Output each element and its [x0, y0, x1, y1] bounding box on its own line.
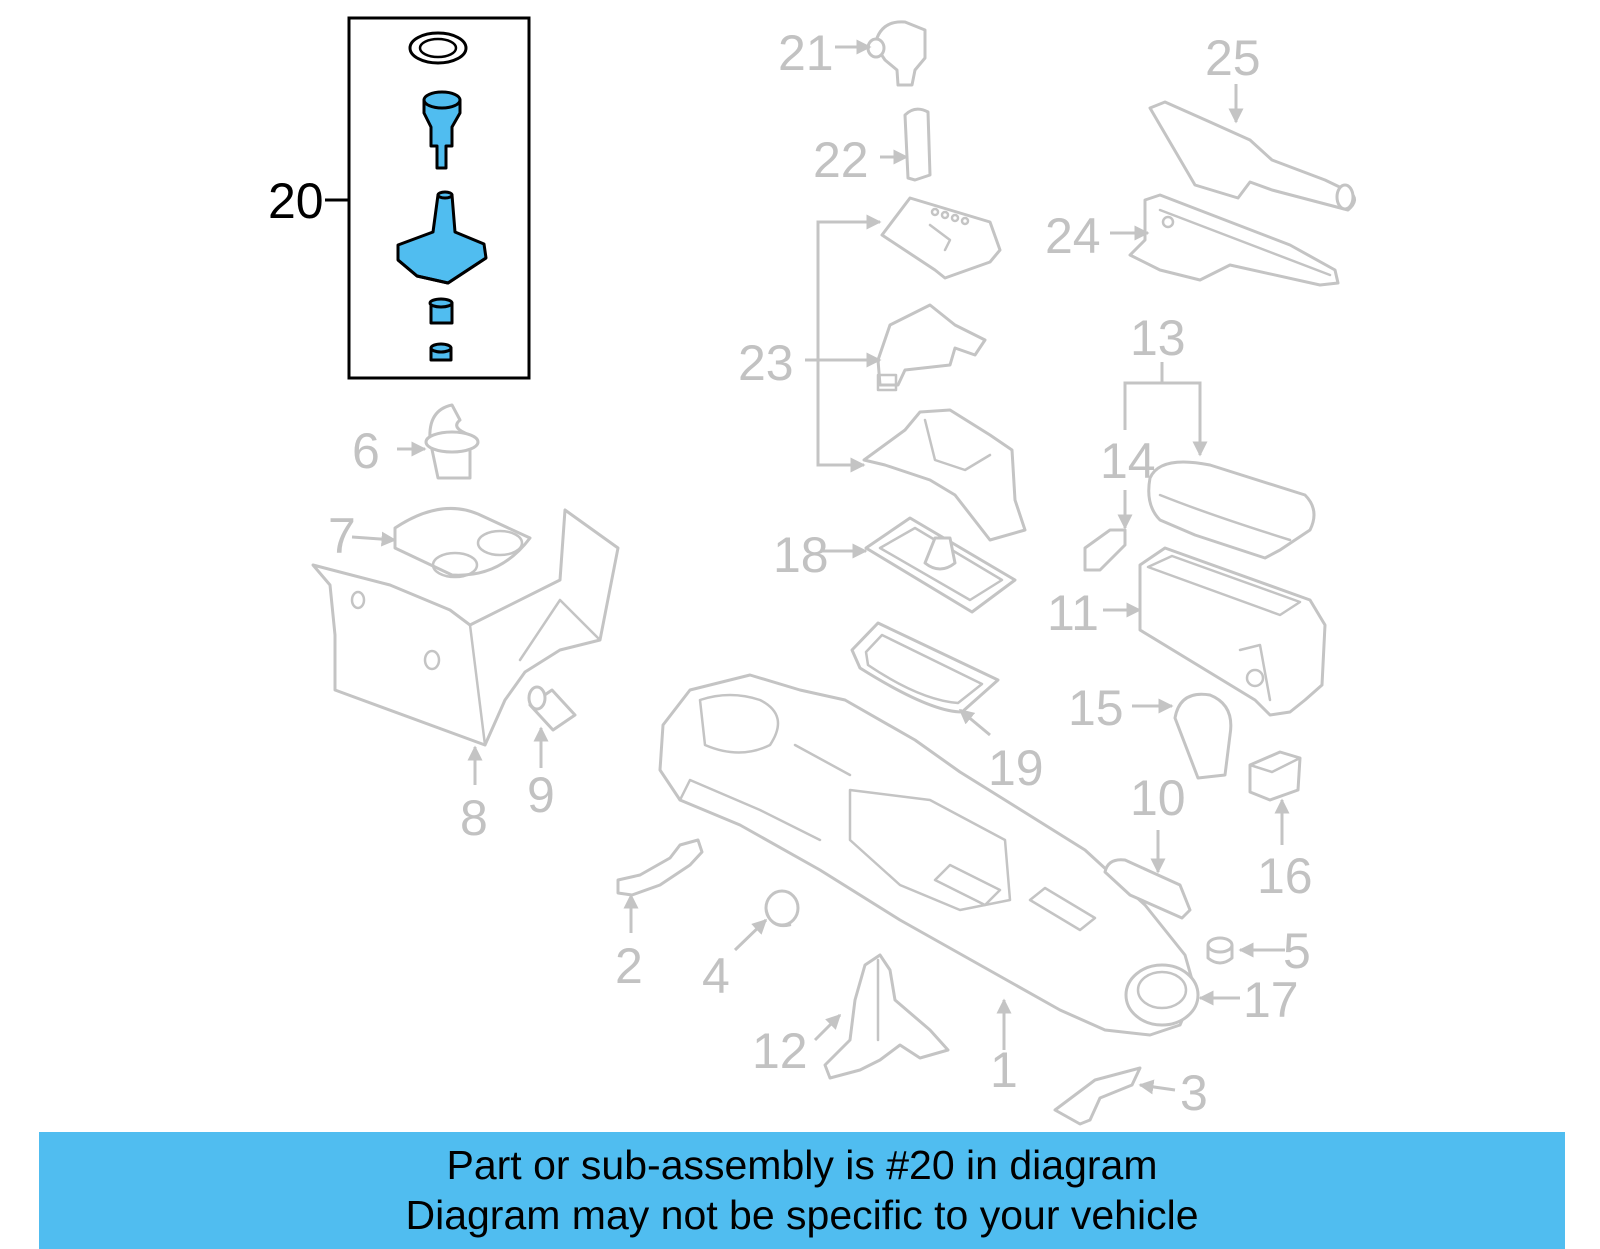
callout-13[interactable]: 13 — [1130, 310, 1186, 366]
callout-20[interactable]: 20 — [268, 173, 324, 229]
callout-17[interactable]: 17 — [1243, 972, 1299, 1028]
part-17-cupholder-ring[interactable]: 17 — [1124, 963, 1299, 1028]
part-20-knob — [422, 90, 462, 170]
callout-18[interactable]: 18 — [773, 527, 829, 583]
part-8-console-panel[interactable]: 8 — [311, 508, 620, 846]
callout-11[interactable]: 11 — [1047, 585, 1099, 641]
part-24-handbrake-lever[interactable]: 24 — [1045, 193, 1340, 287]
footer-banner: Part or sub-assembly is #20 in diagram D… — [39, 1132, 1565, 1249]
part-20-bushing-upper — [428, 297, 454, 325]
part-5-button[interactable]: 5 — [1206, 923, 1311, 979]
part-19-bezel[interactable]: 19 — [850, 621, 1044, 796]
part-20-frame — [347, 16, 531, 380]
part-18-shift-trim[interactable]: 18 — [773, 516, 1017, 614]
callout-12[interactable]: 12 — [752, 1023, 808, 1079]
part-15-knob-cover[interactable]: 15 — [1068, 680, 1233, 780]
part-6-cup-insert[interactable]: 6 — [352, 403, 480, 480]
part-21-bulb-socket[interactable]: 21 — [778, 20, 927, 87]
callout-19[interactable]: 19 — [988, 740, 1044, 796]
part-12-support-bracket[interactable]: 12 — [752, 953, 950, 1080]
footer-line-disclaimer: Diagram may not be specific to your vehi… — [405, 1192, 1199, 1238]
part-22-shift-lever[interactable]: 22 — [813, 107, 932, 188]
callout-4[interactable]: 4 — [702, 948, 730, 1004]
callout-7[interactable]: 7 — [328, 508, 356, 564]
callout-24[interactable]: 24 — [1045, 208, 1101, 264]
callout-8[interactable]: 8 — [460, 790, 488, 846]
part-20-bushing-lower — [429, 342, 453, 362]
callout-5[interactable]: 5 — [1283, 923, 1311, 979]
callout-14[interactable]: 14 — [1100, 433, 1156, 489]
part-2-bracket[interactable]: 2 — [615, 838, 704, 994]
callout-16[interactable]: 16 — [1257, 848, 1313, 904]
part-14-clip[interactable]: 14 — [1083, 433, 1156, 572]
part-11-storage-bin[interactable]: 11 — [1047, 546, 1327, 717]
part-13-armrest-lid[interactable]: 13 — [1123, 310, 1316, 560]
callout-21[interactable]: 21 — [778, 25, 834, 81]
part-23-shifter-assembly[interactable]: 23 — [738, 196, 1027, 542]
part-20-shift-boot-kit[interactable]: 20 — [268, 16, 531, 380]
part-25-handbrake-boot[interactable]: 25 — [1148, 30, 1356, 212]
part-4-cap[interactable]: 4 — [702, 889, 800, 1004]
callout-9[interactable]: 9 — [527, 767, 555, 823]
callout-2[interactable]: 2 — [615, 938, 643, 994]
part-10-switch-cover[interactable]: 10 — [1103, 770, 1192, 920]
callout-1[interactable]: 1 — [990, 1042, 1018, 1098]
callout-23[interactable]: 23 — [738, 335, 794, 391]
callout-6[interactable]: 6 — [352, 423, 380, 479]
callout-25[interactable]: 25 — [1205, 30, 1261, 86]
part-9-plug[interactable]: 9 — [527, 685, 577, 823]
callout-10[interactable]: 10 — [1130, 770, 1186, 826]
part-16-insert[interactable]: 16 — [1248, 750, 1313, 904]
part-7-cupholder-tray[interactable]: 7 — [328, 507, 532, 579]
part-20-boot — [396, 190, 488, 285]
footer-line-part-number: Part or sub-assembly is #20 in diagram — [446, 1142, 1158, 1188]
callout-3[interactable]: 3 — [1180, 1065, 1208, 1121]
part-3-trim-piece[interactable]: 3 — [1053, 1065, 1208, 1126]
callout-15[interactable]: 15 — [1068, 680, 1124, 736]
part-1-center-console[interactable]: 1 — [658, 673, 1197, 1098]
callout-22[interactable]: 22 — [813, 132, 869, 188]
